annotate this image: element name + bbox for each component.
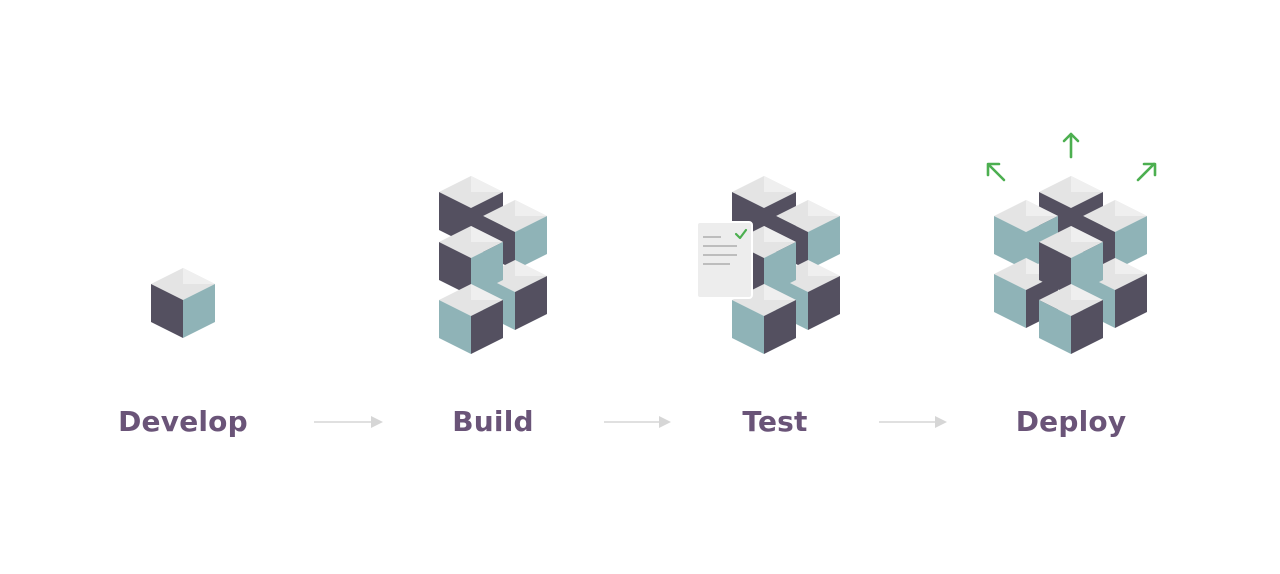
stage-label-test: Test (742, 405, 808, 438)
cube-right-face (1071, 300, 1103, 354)
cube-right-face (1071, 242, 1103, 296)
cube-top-highlight (471, 284, 503, 300)
cube-right-face (808, 276, 840, 330)
cube-top-highlight (1115, 200, 1147, 216)
cube-top-highlight (1026, 200, 1058, 216)
cube-left-face (732, 300, 764, 354)
arrow-right-icon (604, 416, 671, 428)
cube-right-face (764, 300, 796, 354)
cube-icon (439, 226, 503, 296)
cube-icon (732, 284, 796, 354)
cube-top-highlight (1115, 258, 1147, 274)
cube-top-highlight (764, 176, 796, 192)
cube-left-face (994, 216, 1026, 270)
cube-left-face (994, 274, 1026, 328)
stage-label-develop: Develop (118, 405, 248, 438)
cube-top-highlight (1071, 176, 1103, 192)
arrow-right-icon (879, 416, 947, 428)
cube-icon (483, 200, 547, 270)
cube-top-highlight (471, 176, 503, 192)
cube-top-highlight (808, 200, 840, 216)
document-check-icon (696, 221, 753, 299)
arrow-right-icon (314, 416, 383, 428)
cube-right-face (183, 284, 215, 338)
cube-top-highlight (183, 268, 215, 284)
arrow-outward-icon (1136, 162, 1157, 182)
cube-icon (776, 200, 840, 270)
build-illustration (439, 176, 547, 354)
cube-right-face (471, 300, 503, 354)
cube-top-highlight (1071, 226, 1103, 242)
arrow-outward-icon (986, 162, 1006, 182)
cube-top-highlight (471, 226, 503, 242)
cube-icon (1039, 284, 1103, 354)
cube-icon (439, 284, 503, 354)
cube-right-face (515, 276, 547, 330)
arrow-outward-icon (1062, 132, 1080, 159)
cube-right-face (1115, 274, 1147, 328)
cube-icon (151, 268, 215, 338)
cube-top-highlight (808, 260, 840, 276)
cube-top-highlight (515, 260, 547, 276)
cube-top-highlight (764, 226, 796, 242)
cube-left-face (439, 242, 471, 296)
deploy-illustration (994, 176, 1147, 354)
cube-left-face (1039, 242, 1071, 296)
stage-label-build: Build (452, 405, 534, 438)
cube-right-face (808, 216, 840, 270)
cube-right-face (1115, 216, 1147, 270)
cube-top-highlight (515, 200, 547, 216)
stage-label-deploy: Deploy (1015, 405, 1127, 438)
cube-left-face (1039, 300, 1071, 354)
cube-left-face (151, 284, 183, 338)
develop-illustration (151, 268, 215, 338)
cube-right-face (471, 242, 503, 296)
cube-right-face (515, 216, 547, 270)
cube-top-highlight (1071, 284, 1103, 300)
cube-icon (1039, 226, 1103, 296)
cube-top-highlight (764, 284, 796, 300)
cube-left-face (439, 300, 471, 354)
cube-right-face (764, 242, 796, 296)
